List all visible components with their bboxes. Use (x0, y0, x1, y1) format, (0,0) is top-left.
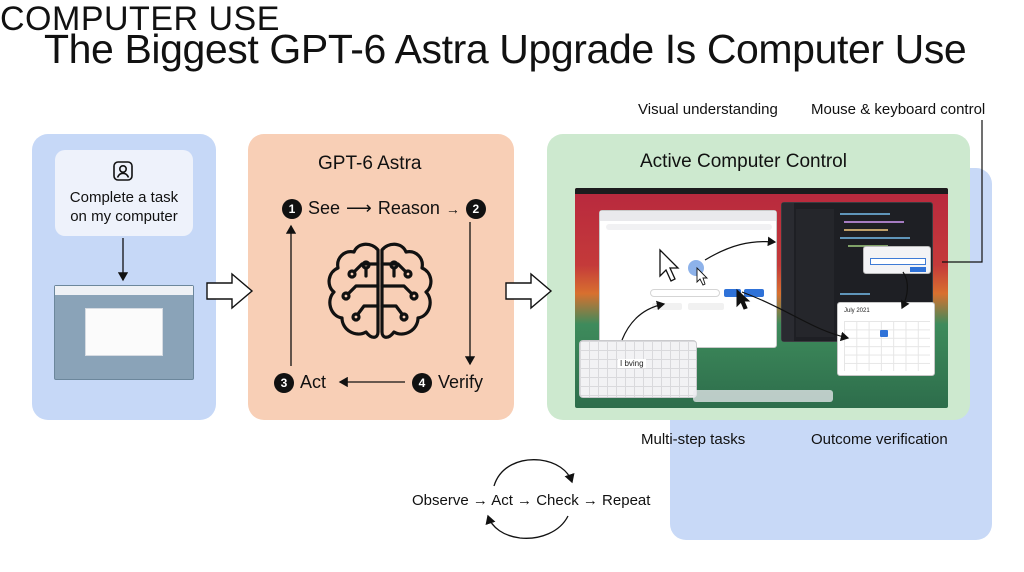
callout-multi-step: Multi-step tasks (641, 431, 746, 448)
request-text-line1: Complete a task (69, 189, 179, 206)
code-line (840, 213, 890, 215)
calendar-window: July 2021 (837, 302, 935, 376)
step-see-reason: 1 See ⟶ Reason → 2 (282, 198, 486, 219)
loop-arrow-top (493, 459, 575, 487)
lucky-button (688, 303, 724, 310)
browser-window (599, 210, 777, 348)
loop-text: Observe → Act → Check → Repeat (412, 492, 651, 509)
user-icon (113, 161, 133, 181)
window-titlebar (55, 286, 193, 295)
calendar-selected-day (880, 330, 888, 337)
search-box (650, 289, 720, 297)
mini-computer-window (54, 285, 194, 380)
step-4-badge: 4 (412, 372, 432, 393)
step-reason-label: Reason (377, 198, 440, 218)
input-dialog (863, 246, 931, 274)
editor-file-tree (796, 209, 834, 337)
keyboard-image: I bving (579, 340, 697, 398)
request-text-line2: on my computer (70, 208, 178, 225)
arrow-right-icon: ⟶ (346, 198, 372, 218)
page-title: The Biggest GPT-6 Astra Upgrade Is Compu… (44, 26, 967, 72)
search-button (724, 289, 741, 297)
step-act-label: Act (300, 372, 327, 392)
desktop-screenshot: July 2021 I bving (575, 188, 948, 408)
calendar-grid (844, 321, 930, 371)
google-search-button (652, 303, 682, 310)
step-1-badge: 1 (282, 198, 302, 219)
step-3-badge: 3 (274, 372, 294, 393)
address-bar (606, 224, 772, 230)
active-control-heading: Active Computer Control (640, 151, 847, 172)
brain-icon (327, 242, 433, 339)
request-bubble (55, 150, 193, 236)
computer-use-label: COMPUTER USE (0, 0, 280, 38)
step-see-label: See (308, 198, 341, 218)
menu-bar (575, 188, 948, 194)
step-verify: 4 Verify (412, 372, 483, 393)
loop-arrow-bottom (485, 514, 569, 539)
callout-outcome-verification: Outcome verification (811, 431, 948, 448)
code-line (840, 237, 910, 239)
code-line (844, 221, 904, 223)
window-page (85, 308, 163, 356)
step-2-badge: 2 (465, 198, 486, 219)
code-line (844, 229, 888, 231)
callout-visual-understanding: Visual understanding (638, 101, 778, 118)
callout-mouse-keyboard: Mouse & keyboard control (811, 101, 986, 118)
code-line (840, 293, 870, 295)
dialog-ok-button (910, 267, 926, 272)
submit-button (744, 289, 764, 297)
dialog-input (870, 258, 926, 265)
dock (693, 390, 833, 402)
step-verify-label: Verify (438, 372, 484, 392)
editor-activity-bar (782, 203, 794, 341)
astra-heading: GPT-6 Astra (318, 153, 422, 174)
click-indicator (688, 260, 704, 276)
step-act: 3 Act (274, 372, 326, 393)
browser-tabbar (600, 211, 776, 221)
calendar-title: July 2021 (844, 308, 870, 314)
request-text: Complete a task on my computer (55, 188, 193, 226)
arrow-right-icon: → (445, 200, 460, 217)
keyboard-typed-text: I bving (618, 359, 646, 368)
